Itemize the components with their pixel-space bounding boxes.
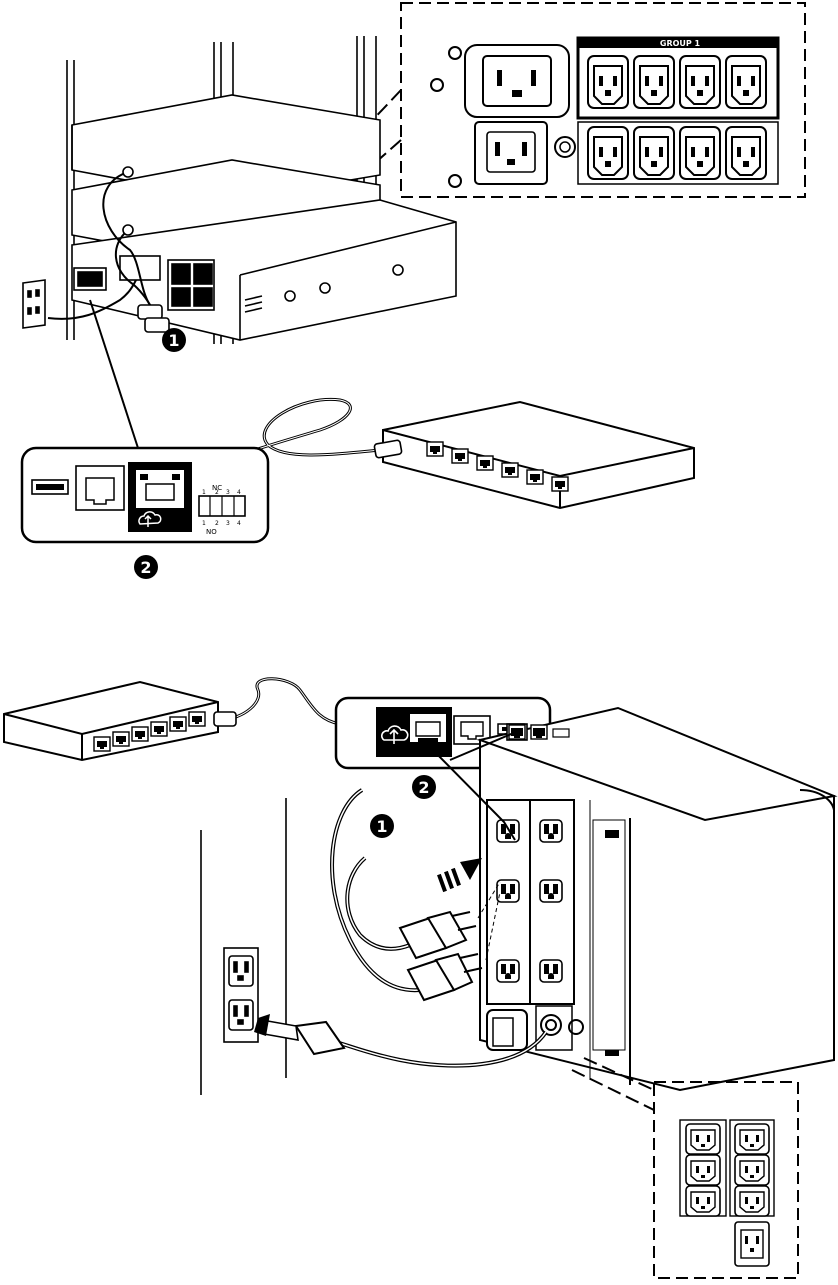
dip-num-3: 3 [226,489,230,496]
group-label: GROUP 1 [660,39,701,48]
tower-ups [480,708,834,1090]
svg-text:1: 1 [168,331,179,350]
arrow-right-icon [437,858,482,892]
dip-num-2: 2 [215,489,219,496]
step-2-badge-top: 2 [134,555,158,579]
step-1-badge-bottom: 1 [370,814,394,838]
network-switch-top [383,402,694,508]
svg-text:2: 2 [418,778,429,797]
svg-text:2: 2 [140,558,151,577]
outlet-detail-callout [572,1058,798,1278]
equipment-plugs [400,912,482,1000]
dip-num-2b: 2 [215,520,219,527]
dip-num-3b: 3 [226,520,230,527]
network-card-panel-top: NC NO 1 2 3 4 1 2 3 4 [22,448,268,542]
usb-port-icon [36,484,64,490]
server-rack [23,36,456,344]
dip-num-1b: 1 [202,520,206,527]
dip-num-1: 1 [202,489,206,496]
leader-line [90,300,138,448]
no-label: NO [206,528,217,536]
step-2-badge-bottom: 2 [412,775,436,799]
step-1-badge-top: 1 [162,328,186,352]
dip-num-4b: 4 [237,520,241,527]
ethernet-port-icon [86,478,114,504]
dip-num-4: 4 [237,489,241,496]
network-switch-bottom [4,682,218,760]
svg-text:1: 1 [376,817,387,836]
wall [201,798,286,1095]
